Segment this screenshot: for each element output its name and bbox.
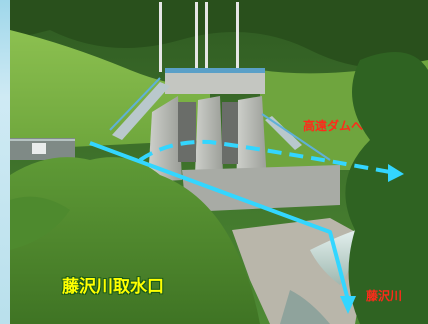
river-flow-arrow — [89, 141, 350, 301]
river-label: 藤沢川 — [366, 289, 403, 303]
dam-flow-arrow — [138, 139, 391, 174]
river-arrow-head — [340, 296, 356, 314]
intake-structure — [109, 2, 340, 212]
river-water — [280, 290, 330, 324]
bush-highlight — [10, 196, 70, 250]
left-fence — [10, 138, 75, 160]
slide-edge-strip — [0, 0, 10, 324]
dark-tree-canopy — [10, 0, 428, 68]
intake-weir-photo — [10, 0, 428, 324]
flow-arrows — [89, 139, 404, 314]
photo-scene — [10, 0, 428, 324]
right-tree — [345, 52, 428, 324]
to-dam-label: 高遠ダムへ — [303, 119, 364, 133]
intake-label: 藤沢川取水口 — [62, 277, 164, 297]
dam-arrow-head — [388, 164, 404, 182]
foreground-bushes — [10, 157, 260, 324]
